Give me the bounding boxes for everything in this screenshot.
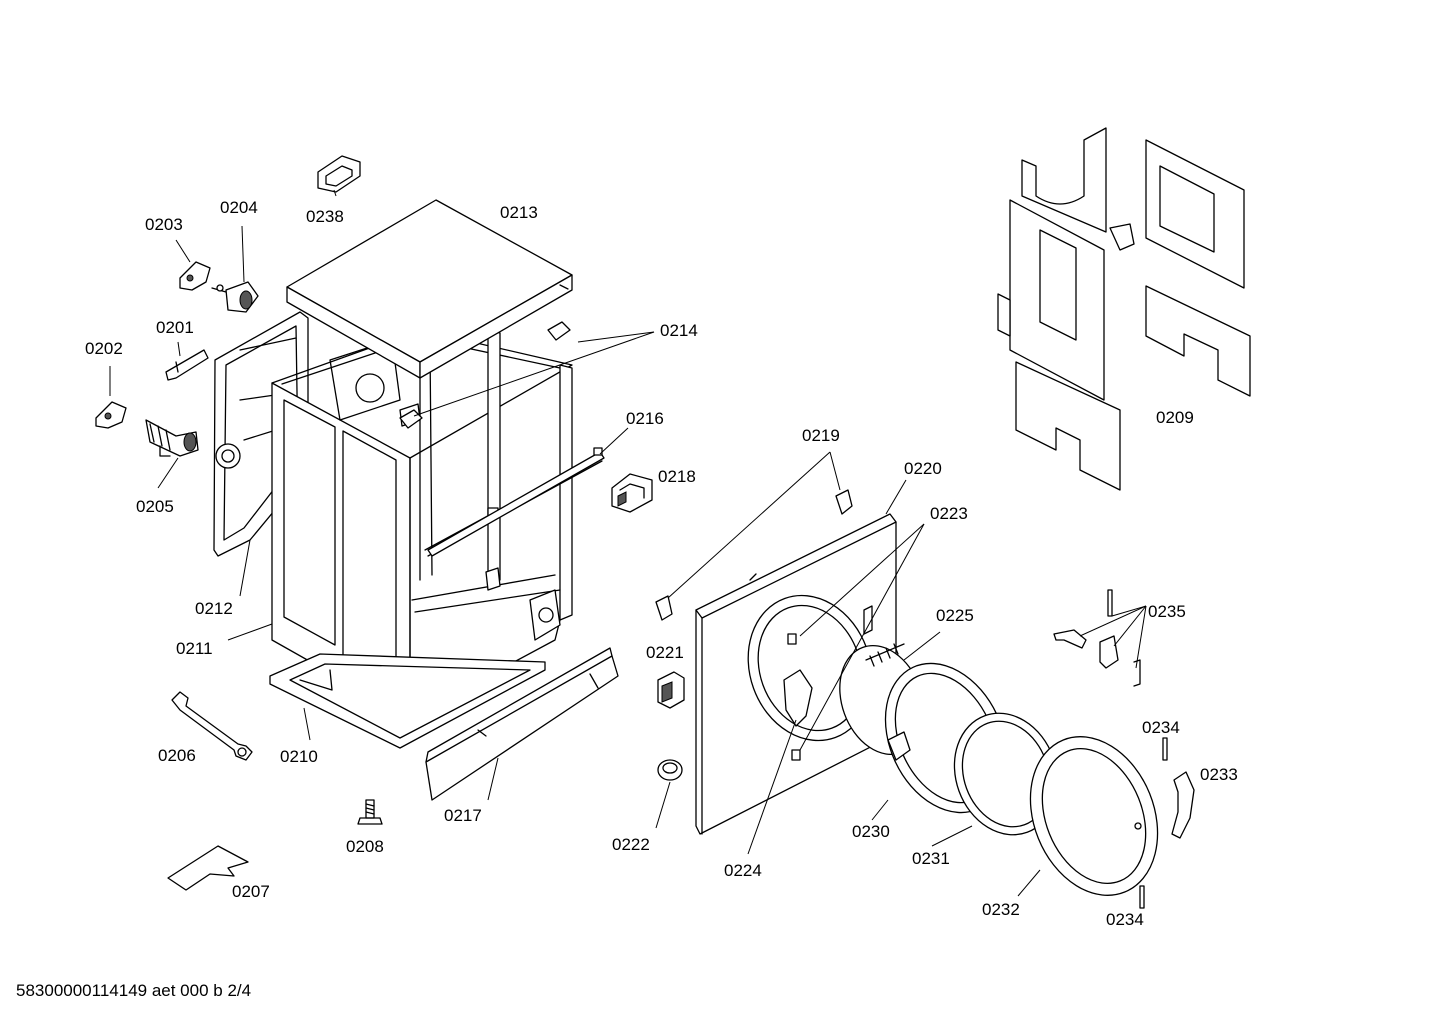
part-0218-door-lock [611, 473, 653, 513]
callout-0235: 0235 [1148, 602, 1186, 621]
part-0214-clips [399, 321, 571, 429]
part-0219-clips [655, 489, 853, 621]
callout-0223: 0223 [930, 504, 968, 523]
callout-0203: 0203 [145, 215, 183, 234]
callout-0232: 0232 [982, 900, 1020, 919]
callout-0225: 0225 [936, 606, 974, 625]
callout-0218: 0218 [658, 467, 696, 486]
callout-0213: 0213 [500, 203, 538, 222]
callout-0208: 0208 [346, 837, 384, 856]
callout-0224: 0224 [724, 861, 762, 880]
part-0233-door-handle [1171, 771, 1195, 839]
part-0201-bracket [165, 349, 209, 381]
callout-0234-lower: 0234 [1106, 910, 1144, 929]
callout-0209: 0209 [1156, 408, 1194, 427]
part-0232-door-frame [1029, 736, 1159, 896]
part-0238-handle [317, 155, 361, 193]
part-0206-wrench [171, 691, 253, 761]
callout-0217: 0217 [444, 806, 482, 825]
part-0208-foot [357, 799, 383, 825]
callout-0222: 0222 [612, 835, 650, 854]
callout-0231: 0231 [912, 849, 950, 868]
callout-0233: 0233 [1200, 765, 1238, 784]
part-0217-kickplate [425, 647, 619, 801]
part-0202-clip [95, 401, 127, 429]
callout-0221: 0221 [646, 643, 684, 662]
callout-0202: 0202 [85, 339, 123, 358]
part-0204-pump-plug [211, 281, 259, 313]
part-0205-pump [145, 419, 199, 457]
part-0216-cross-rail [427, 447, 605, 557]
callout-0238: 0238 [306, 207, 344, 226]
callout-0201: 0201 [156, 318, 194, 337]
leader-lines [109, 189, 1147, 897]
callout-0214: 0214 [660, 321, 698, 340]
callout-0205: 0205 [136, 497, 174, 516]
part-0213-worktop [286, 199, 573, 379]
part-0235-lock-kit [1053, 589, 1141, 687]
callout-0210: 0210 [280, 747, 318, 766]
part-0207-shim [167, 845, 249, 891]
part-0211-cabinet [271, 329, 603, 719]
callout-0212: 0212 [195, 599, 233, 618]
document-footer-id: 58300000114149 aet 000 b 2/4 [16, 981, 252, 1000]
callout-0219: 0219 [802, 426, 840, 445]
part-0210-base [269, 653, 546, 749]
part-0221-microswitch [657, 671, 685, 709]
callout-0204: 0204 [220, 198, 258, 217]
callout-0206: 0206 [158, 746, 196, 765]
callout-0216: 0216 [626, 409, 664, 428]
callout-0207: 0207 [232, 882, 270, 901]
callout-0230: 0230 [852, 822, 890, 841]
part-0209-packaging [997, 127, 1251, 491]
part-0234-pins [1139, 737, 1168, 909]
callout-0211: 0211 [176, 639, 213, 658]
callout-0234-upper: 0234 [1142, 718, 1180, 737]
callout-0220: 0220 [904, 459, 942, 478]
part-0203-clip [179, 261, 211, 291]
callout-labels: 0238 0213 0204 0203 0201 0202 0205 0212 … [85, 198, 1238, 929]
part-0222-cap [657, 759, 683, 781]
